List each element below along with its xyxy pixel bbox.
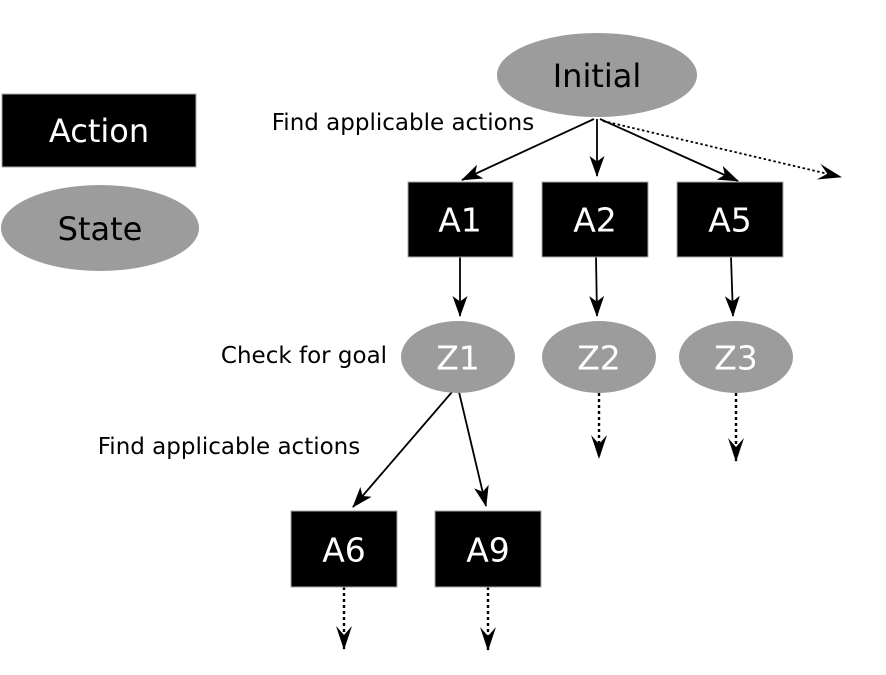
action-a2-label: A2 [573,201,617,240]
node-a6: A6 [290,510,398,588]
legend-action-label: Action [49,112,149,150]
legend-state-swatch [1,185,199,271]
action-a6-box [290,510,398,588]
state-z3-label: Z3 [714,339,758,378]
node-a9: A9 [434,510,542,588]
node-a1: A1 [407,181,514,258]
state-z3-ellipse [679,321,793,393]
edge-initial-a1 [461,118,595,181]
state-z2-label: Z2 [577,339,621,378]
action-a9-box [434,510,542,588]
initial-state-label: Initial [553,57,642,95]
node-z3: Z3 [679,321,793,393]
legend-action-swatch [1,93,197,168]
legend: Action State [1,93,199,271]
state-z2-ellipse [542,321,656,393]
action-a5-label: A5 [708,201,752,240]
state-z1-label: Z1 [436,339,480,378]
node-initial: Initial [497,33,697,117]
node-a5: A5 [676,181,784,258]
annotation-check-for-goal: Check for goal [221,343,387,369]
node-z2: Z2 [542,321,656,393]
action-a1-box [407,181,514,258]
annotations: Find applicable actions Check for goal F… [98,110,534,460]
action-a5-box [676,181,784,258]
edge-z1-a9 [458,391,489,507]
action-a9-label: A9 [466,531,510,570]
action-a1-label: A1 [438,201,482,240]
initial-state-ellipse [497,33,697,117]
annotation-find-applicable-bottom: Find applicable actions [98,434,360,460]
edge-initial-more-actions-dashed [602,120,842,180]
state-z1-ellipse [401,321,515,393]
action-a6-label: A6 [322,531,366,570]
edges [336,118,842,651]
annotation-find-applicable-top: Find applicable actions [272,110,534,136]
action-a2-box [541,181,649,258]
edge-a5-z3 [724,256,740,317]
edge-a2-z2 [589,256,605,317]
legend-state-label: State [58,210,143,248]
node-a2: A2 [541,181,649,258]
node-z1: Z1 [401,321,515,393]
edge-z1-a6 [352,391,453,508]
edge-initial-a5 [599,118,739,182]
